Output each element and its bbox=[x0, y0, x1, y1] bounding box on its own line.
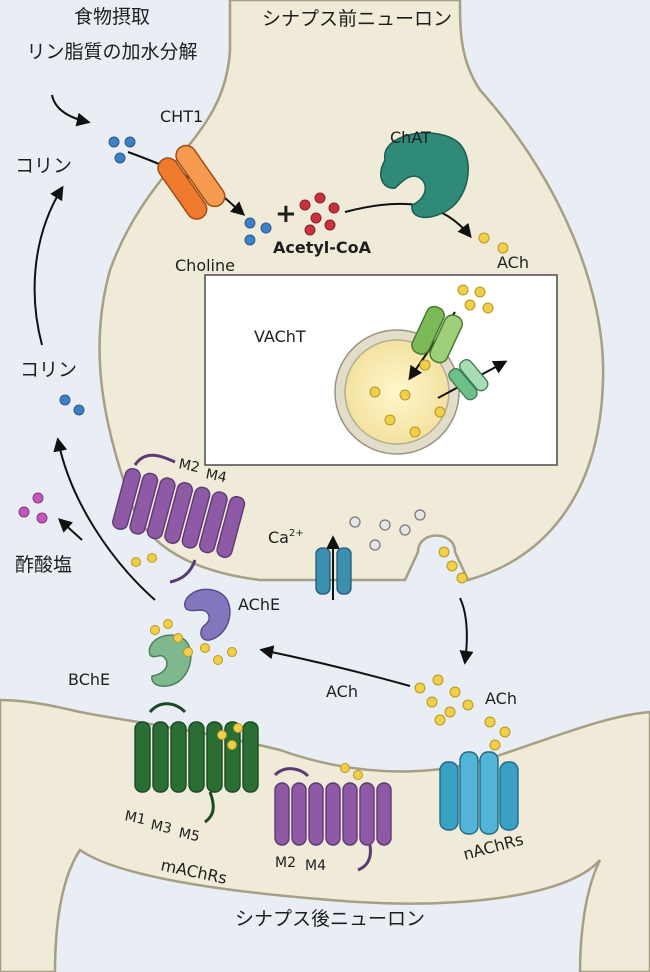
label-m2-postsynaptic: M2 bbox=[275, 855, 296, 871]
arrow-cht1-to-choline bbox=[224, 197, 246, 216]
cht1-transporter bbox=[157, 144, 226, 220]
ache-enzyme bbox=[184, 588, 231, 641]
label-ache: AChE bbox=[238, 595, 280, 614]
arrow-food-to-choline bbox=[51, 94, 91, 127]
arrow-ache-to-choline bbox=[53, 437, 156, 601]
postsynaptic-neuron bbox=[0, 698, 650, 972]
acetate-molecules bbox=[18, 492, 48, 524]
vacht-transporter-1 bbox=[411, 305, 463, 364]
label-cht1: CHT1 bbox=[160, 107, 203, 126]
chat-enzyme bbox=[380, 132, 469, 218]
choline-released-grey bbox=[349, 509, 426, 551]
label-m3: M3 bbox=[149, 817, 173, 837]
label-postsynaptic-neuron: シナプス後ニューロン bbox=[235, 908, 425, 930]
acetyl-coa-molecules bbox=[299, 192, 340, 236]
label-acetate: 酢酸塩 bbox=[15, 554, 72, 576]
label-presynaptic-neuron: シナプス前ニューロン bbox=[262, 8, 452, 30]
arrow-choline-up bbox=[33, 185, 64, 346]
label-ach-synthesized: ACh bbox=[497, 253, 529, 272]
m2-m4-postsynaptic-receptor bbox=[273, 767, 392, 872]
label-plus: + bbox=[275, 199, 297, 229]
label-m1: M1 bbox=[123, 808, 147, 828]
label-chat: ChAT bbox=[390, 128, 431, 147]
label-choline-en: Choline bbox=[175, 256, 235, 275]
label-phospholipid-hydrolysis: リン脂質の加水分解 bbox=[26, 41, 197, 63]
label-m4-postsynaptic: M4 bbox=[305, 858, 326, 874]
label-choline-jp-top: コリン bbox=[15, 155, 72, 177]
calcium-channel bbox=[315, 547, 352, 595]
m2-m4-presynaptic-receptor bbox=[112, 453, 246, 584]
label-m4-presynaptic: M4 bbox=[204, 466, 228, 486]
arrow-release-down bbox=[459, 597, 474, 665]
label-ach-released: ACh bbox=[485, 689, 517, 708]
label-food-intake: 食物摂取 bbox=[74, 6, 150, 28]
arrow-to-acetate bbox=[57, 518, 83, 541]
label-acetyl-coa: Acetyl-CoA bbox=[273, 238, 372, 257]
label-choline-jp-mid: コリン bbox=[20, 359, 77, 381]
label-m5: M5 bbox=[177, 825, 201, 845]
vacht-transporter-2 bbox=[448, 359, 489, 401]
m1-m3-m5-receptor bbox=[134, 702, 259, 824]
bche-enzyme bbox=[148, 634, 192, 687]
label-ach-cleft: ACh bbox=[326, 682, 358, 701]
label-calcium: Ca2+ bbox=[268, 528, 304, 547]
choline-molecules bbox=[59, 136, 272, 416]
arrow-ach-to-ache bbox=[259, 645, 411, 687]
label-bche: BChE bbox=[68, 670, 110, 689]
nachr-receptor bbox=[439, 751, 519, 835]
label-vacht: VAChT bbox=[254, 327, 306, 346]
label-m2-presynaptic: M2 bbox=[177, 456, 201, 476]
ach-molecules bbox=[131, 232, 511, 780]
